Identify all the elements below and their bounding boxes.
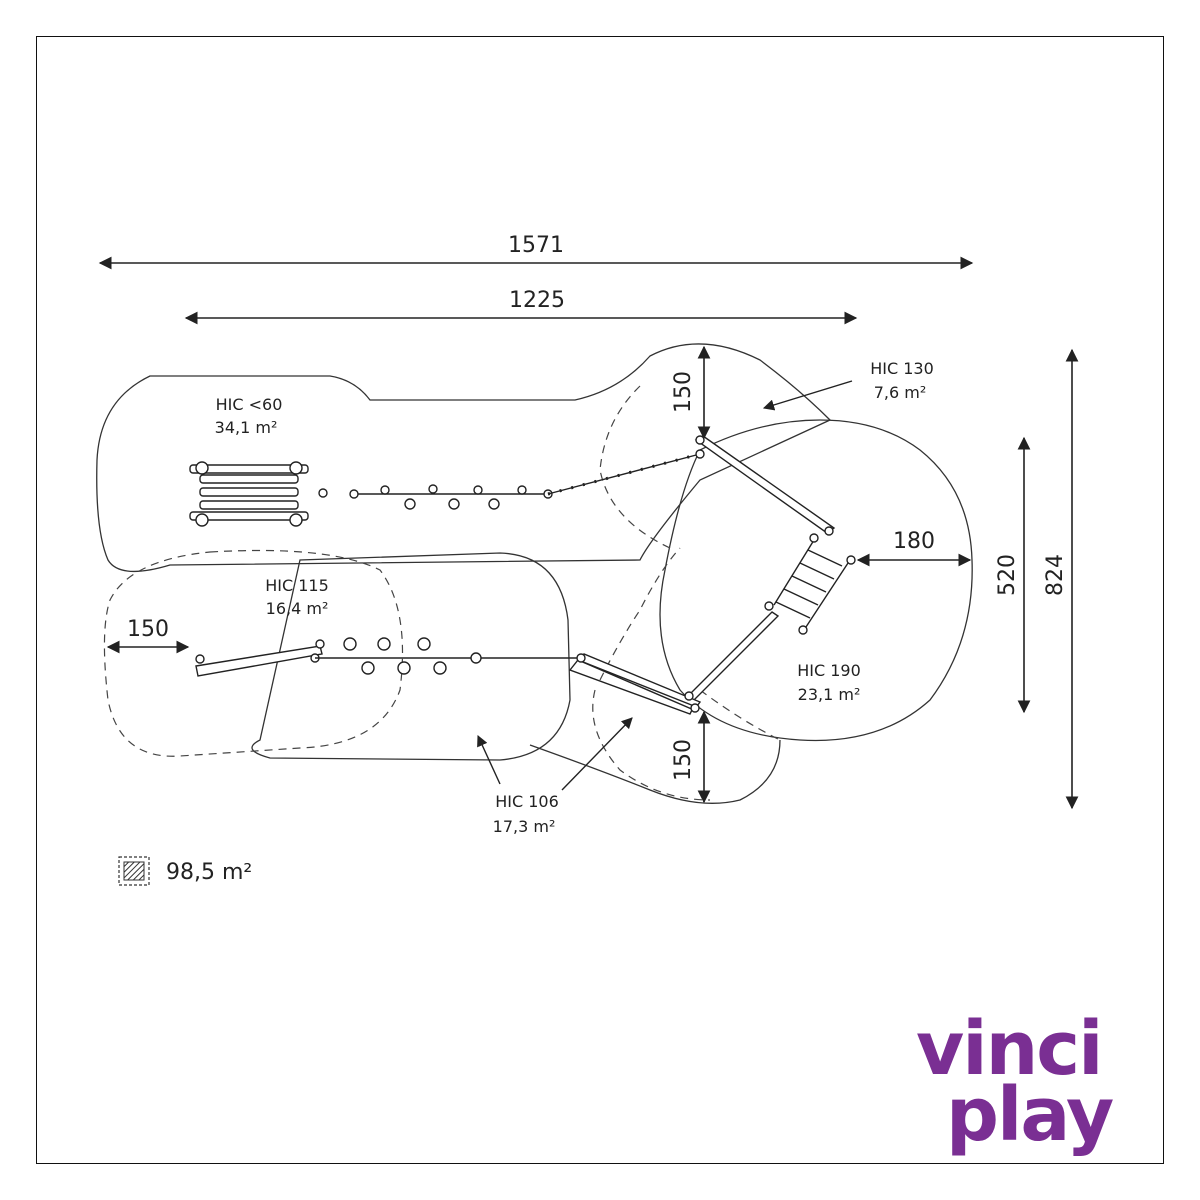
leader-hic-106-a	[477, 734, 501, 785]
impact-zones	[103, 385, 781, 801]
chain-line	[547, 453, 701, 495]
dim-top-clearance: 150	[671, 371, 696, 413]
zone-label-hic-106: HIC 106	[495, 792, 559, 811]
dim-inner-width: 1225	[509, 288, 565, 313]
post-icon	[798, 625, 808, 635]
stepping-stone-icon	[397, 661, 411, 675]
post-icon	[349, 489, 359, 499]
zone-connector-outline	[529, 739, 781, 804]
ladder-rung	[791, 575, 827, 593]
stepping-stone-icon	[488, 498, 500, 510]
equipment-bottom	[195, 637, 702, 715]
post-icon	[690, 703, 700, 713]
brand-logo-line1: vinci	[916, 1006, 1104, 1092]
ladder-rung	[775, 601, 811, 619]
balance-beam-lower	[686, 611, 780, 701]
zone-hic-190-dashed	[699, 689, 781, 741]
post-icon	[695, 435, 705, 445]
dim-right-clearance: 180	[893, 529, 935, 554]
ladder-rung	[799, 562, 835, 580]
post-icon	[195, 513, 209, 527]
post-icon	[318, 488, 328, 498]
post-icon	[764, 601, 774, 611]
equipment-top	[189, 435, 836, 536]
post-icon	[289, 461, 303, 475]
zone-area-hic-190: 23,1 m²	[798, 685, 861, 704]
zone-area-hic-115: 16,4 m²	[266, 599, 329, 618]
dim-bottom-clearance: 150	[671, 739, 696, 781]
zone-hic-106-dashed	[592, 547, 711, 801]
hatched-surface-fill	[123, 861, 145, 881]
zone-hic-190-outline	[659, 419, 973, 742]
stepping-stone-icon	[404, 498, 416, 510]
post-icon	[846, 555, 856, 565]
leader-arrows	[477, 380, 853, 791]
post-icon	[195, 654, 205, 664]
ladder-rail-left	[773, 539, 815, 606]
post-icon	[195, 461, 209, 475]
post-icon	[289, 513, 303, 527]
brand-logo-line2: play	[946, 1072, 1114, 1158]
post-icon	[428, 484, 438, 494]
zone-hic-106-outline	[251, 552, 571, 761]
zone-label-hic-130: HIC 130	[870, 359, 934, 378]
stepping-stone-icon	[417, 637, 431, 651]
post-icon	[695, 449, 705, 459]
legend-total-area: 98,5 m²	[166, 860, 252, 885]
dimension-lines	[98, 256, 1079, 810]
plank-5	[189, 511, 309, 521]
brand-logo: vinci play	[916, 1012, 1116, 1182]
post-icon	[470, 652, 482, 664]
zone-label-hic-60: HIC <60	[216, 395, 283, 414]
leader-hic-130	[762, 380, 853, 411]
post-icon	[315, 639, 325, 649]
stepping-stone-icon	[448, 498, 460, 510]
dim-left-clearance: 150	[127, 617, 169, 642]
post-icon	[380, 485, 390, 495]
equipment-ladder	[686, 533, 856, 701]
zone-area-hic-60: 34,1 m²	[215, 418, 278, 437]
diagram-frame	[36, 36, 1164, 1164]
dim-inner-depth: 520	[995, 554, 1020, 596]
stepping-stone-icon	[433, 661, 447, 675]
zone-hic-115-outline	[103, 549, 404, 757]
post-icon	[576, 653, 586, 663]
post-icon	[824, 526, 834, 536]
stepping-stone-icon	[361, 661, 375, 675]
hatched-surface-icon	[118, 856, 150, 886]
stepping-stone-icon	[377, 637, 391, 651]
post-icon	[473, 485, 483, 495]
leader-hic-106-b	[561, 717, 633, 791]
plank-2	[199, 487, 299, 497]
zone-label-hic-115: HIC 115	[265, 576, 329, 595]
ladder-rung	[807, 549, 843, 567]
post-icon	[517, 485, 527, 495]
ladder-rung	[783, 588, 819, 606]
plank-1	[199, 474, 299, 484]
beam-support	[568, 659, 695, 715]
zone-area-hic-130: 7,6 m²	[874, 383, 927, 402]
stepping-stone-icon	[343, 637, 357, 651]
ladder-rail-right	[803, 559, 851, 631]
post-icon	[809, 533, 819, 543]
plank-3	[199, 500, 299, 510]
post-icon	[684, 691, 694, 701]
zone-hic-130-outline	[599, 385, 671, 549]
zone-hic-60-outline	[96, 343, 832, 573]
zone-area-hic-106: 17,3 m²	[493, 817, 556, 836]
plank-4	[189, 464, 309, 474]
log-beam	[195, 645, 323, 677]
zone-label-hic-190: HIC 190	[797, 661, 861, 680]
dim-overall-depth: 824	[1043, 554, 1068, 596]
dim-overall-width: 1571	[508, 233, 564, 258]
legend: 98,5 m²	[118, 856, 252, 886]
